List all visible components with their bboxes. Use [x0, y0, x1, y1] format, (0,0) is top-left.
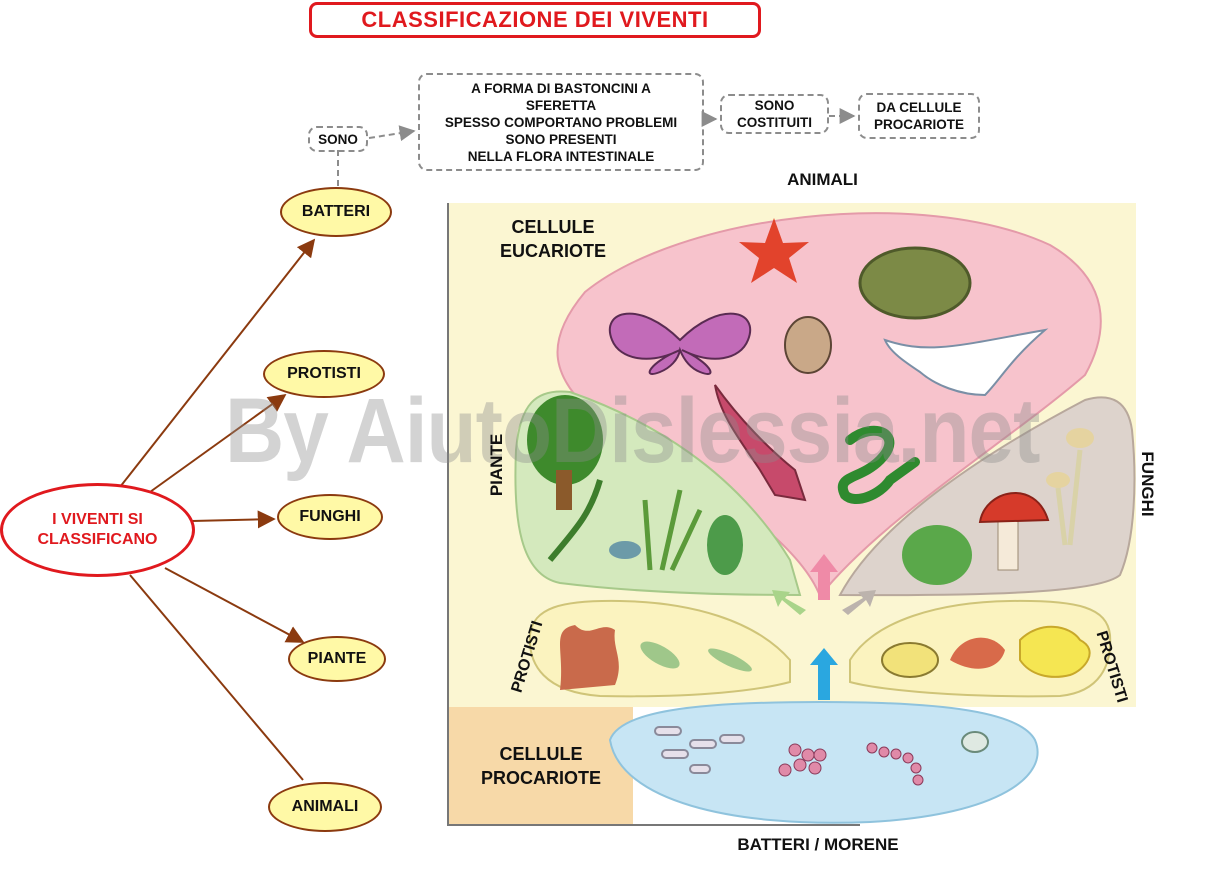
coral-icon	[560, 625, 619, 690]
figure-frame	[447, 203, 860, 826]
mushroom-icon	[978, 492, 1050, 524]
squid-icon	[714, 384, 807, 502]
connector-animali	[129, 574, 304, 781]
streptococci-icon	[866, 742, 924, 786]
cocci-cluster-icon	[778, 743, 827, 777]
page-title: CLASSIFICAZIONE DEI VIVENTI	[309, 2, 761, 38]
node-batteri: BATTERI	[280, 187, 392, 237]
label-cellule-procariote: CELLULE PROCARIOTE	[480, 744, 601, 788]
fungi-illustrations	[902, 428, 1094, 585]
arrow-left-green	[772, 590, 806, 615]
mushroom-stem	[997, 514, 1019, 571]
region-batteri	[608, 700, 1039, 824]
label-piante: PIANTE	[487, 433, 506, 497]
bird-icon	[883, 328, 1049, 397]
cactus-icon	[707, 515, 743, 575]
root-node: I VIVENTI SI CLASSIFICANO	[0, 483, 195, 577]
tree-icon	[527, 395, 603, 485]
da-cellule-procariote-box: DA CELLULE PROCARIOTE	[858, 93, 980, 139]
node-protisti: PROTISTI	[263, 350, 385, 398]
snake-icon	[837, 425, 920, 504]
description-line-1: A FORMA DI BASTONCINI A	[471, 80, 651, 96]
euglena-icon	[640, 641, 680, 669]
description-line-4: SONO PRESENTI	[505, 131, 617, 147]
label-animali: ANIMALI	[787, 170, 858, 189]
plant-illustrations	[527, 395, 743, 575]
procariote-area	[448, 707, 633, 825]
node-funghi: FUNGHI	[277, 494, 383, 540]
node-piante: PIANTE	[288, 636, 386, 682]
turtle-icon	[858, 246, 972, 320]
connector-piante	[164, 567, 305, 643]
tall-mushrooms-icon	[1055, 449, 1083, 546]
mushroom-cap-small	[1046, 472, 1070, 488]
batteri-description-box: A FORMA DI BASTONCINI A SFERETTA SPESSO …	[418, 73, 704, 171]
label-batteri-morene: BATTERI / MORENE	[737, 835, 899, 854]
root-connectors	[119, 238, 316, 781]
starfish-icon	[739, 218, 809, 283]
connector-sono-description	[368, 125, 416, 142]
leaf-icon	[609, 541, 641, 559]
batteri-connectors	[337, 108, 856, 186]
protist-illustrations	[560, 625, 1091, 690]
watermark: By AiutoDislessia.net	[225, 380, 1040, 483]
label-funghi: FUNGHI	[1138, 451, 1157, 517]
butterfly-icon	[609, 312, 751, 375]
diplococcus-icon	[961, 731, 989, 753]
moss-icon	[902, 525, 972, 585]
evolution-arrows	[772, 554, 876, 700]
connector-funghi	[191, 510, 276, 529]
sono-costituiti-box: SONO COSTITUITI	[720, 94, 829, 134]
description-line-5: NELLA FLORA INTESTINALE	[467, 148, 655, 164]
bacteria-illustrations	[654, 726, 989, 786]
bacilli-icon	[654, 726, 745, 774]
animal-illustrations	[609, 218, 1049, 504]
beetle-icon	[784, 316, 832, 374]
trypanosome-icon	[708, 648, 752, 672]
sono-box: SONO	[308, 126, 368, 152]
description-line-2: SFERETTA	[525, 97, 597, 113]
arrow-right-grey	[842, 590, 876, 615]
grass-icon	[642, 489, 703, 572]
arrow-up-blue	[810, 648, 838, 700]
mushroom-cap-tall	[1066, 428, 1094, 448]
description-line-3: SPESSO COMPORTANO PROBLEMI	[444, 114, 678, 130]
amoeba-icon	[1019, 625, 1091, 678]
paramecium-icon	[881, 642, 939, 678]
connector-protisti	[149, 393, 287, 493]
tree-trunk	[556, 470, 572, 510]
fern-icon	[547, 479, 603, 562]
label-cellule-eucariote: CELLULE EUCARIOTE	[499, 217, 606, 261]
node-animali: ANIMALI	[268, 782, 382, 832]
shell-protist-icon	[950, 637, 1005, 669]
connector-batteri	[119, 238, 316, 488]
arrow-up-pink	[810, 554, 838, 600]
